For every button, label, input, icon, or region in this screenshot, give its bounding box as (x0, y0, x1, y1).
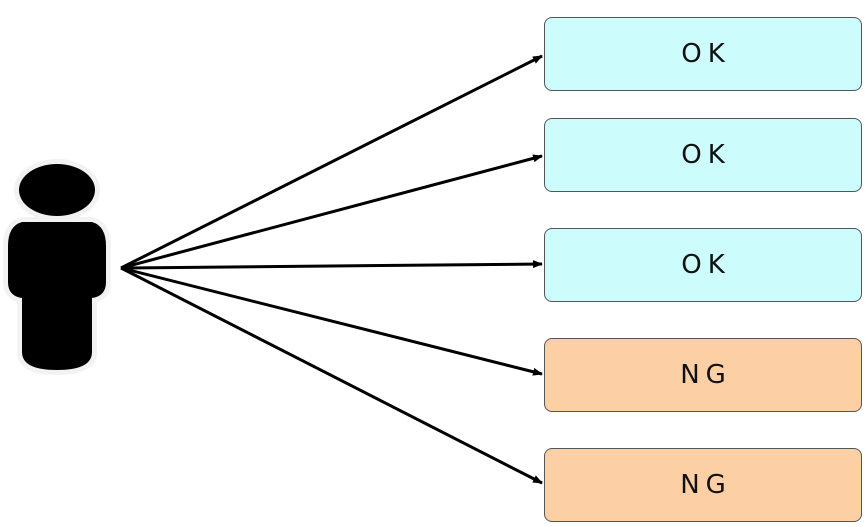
arrow-5 (120, 266, 543, 485)
arrow-2 (120, 154, 543, 270)
arrow-1 (120, 54, 543, 270)
result-box-4: NG (544, 338, 862, 412)
result-label-1: OK (681, 39, 731, 69)
result-label-2: OK (681, 140, 731, 170)
result-label-3: OK (681, 250, 731, 280)
arrows-group (120, 54, 543, 485)
result-box-2: OK (544, 118, 862, 192)
arrow-3 (120, 260, 543, 270)
result-box-5: NG (544, 448, 862, 522)
result-box-1: OK (544, 17, 862, 91)
result-box-3: OK (544, 228, 862, 302)
arrow-4 (120, 266, 543, 376)
result-label-5: NG (680, 470, 732, 500)
person-icon (3, 159, 111, 375)
result-label-4: NG (680, 360, 732, 390)
